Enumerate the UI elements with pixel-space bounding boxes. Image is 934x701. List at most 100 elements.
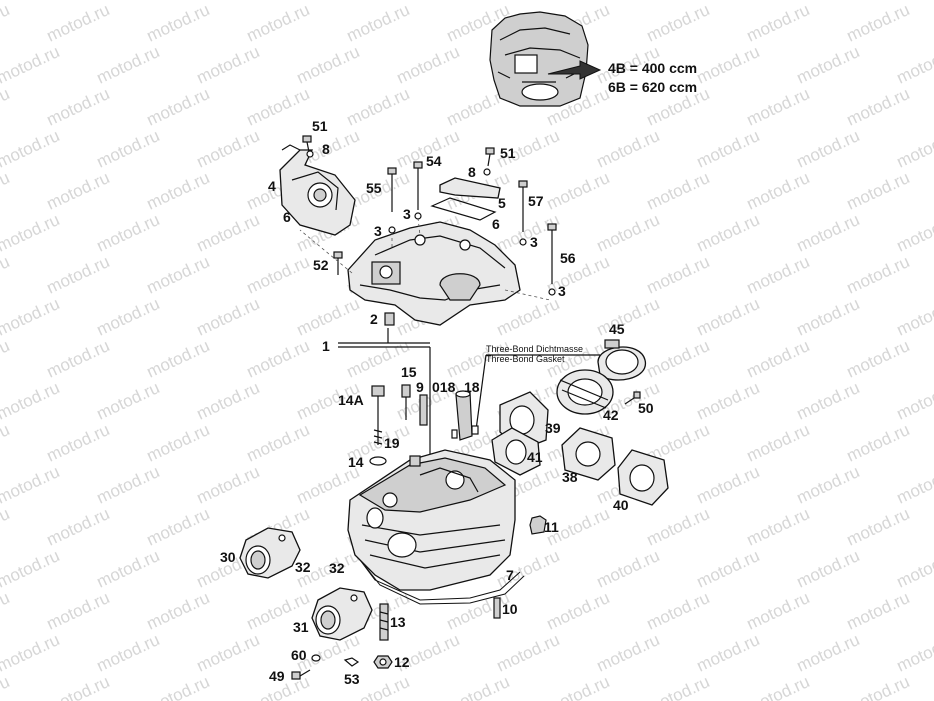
watermark-text: motod.ru: [694, 42, 763, 88]
part-label-51b: 51: [500, 145, 516, 161]
watermark-text: motod.ru: [194, 294, 263, 340]
watermark-text: motod.ru: [794, 378, 863, 424]
watermark-text: motod.ru: [44, 0, 113, 46]
watermark-text: motod.ru: [44, 336, 113, 382]
part-label-31: 31: [293, 619, 309, 635]
watermark-text: motod.ru: [244, 84, 313, 130]
part-label-9: 9: [416, 379, 424, 395]
watermark-text: motod.ru: [844, 588, 913, 634]
long-bolts: [387, 161, 557, 296]
watermark-text: motod.ru: [894, 462, 934, 508]
watermark-text: motod.ru: [794, 294, 863, 340]
part-label-14a: 14A: [338, 392, 364, 408]
watermark-text: motod.ru: [544, 672, 613, 701]
watermark-text: motod.ru: [194, 462, 263, 508]
part-label-8b: 8: [468, 164, 476, 180]
watermark-text: motod.ru: [194, 42, 263, 88]
screw-49: [291, 654, 321, 680]
watermark-text: motod.ru: [194, 378, 263, 424]
watermark-text: motod.ru: [144, 0, 213, 46]
watermark-text: motod.ru: [0, 420, 12, 466]
watermark-text: motod.ru: [44, 504, 113, 550]
watermark-text: motod.ru: [144, 672, 213, 701]
part-label-40: 40: [613, 497, 629, 513]
watermark-text: motod.ru: [594, 294, 663, 340]
boot-42: [556, 369, 614, 415]
part-label-32a: 32: [295, 559, 311, 575]
watermark-text: motod.ru: [544, 168, 613, 214]
watermark-text: motod.ru: [744, 84, 813, 130]
watermark-text: motod.ru: [0, 0, 62, 4]
watermark-text: motod.ru: [894, 42, 934, 88]
watermark-text: motod.ru: [0, 630, 62, 676]
watermark-text: motod.ru: [0, 672, 12, 701]
watermark-text: motod.ru: [94, 462, 163, 508]
watermark-text: motod.ru: [894, 210, 934, 256]
watermark-text: motod.ru: [194, 126, 263, 172]
watermark-text: motod.ru: [744, 168, 813, 214]
watermark-text: motod.ru: [94, 546, 163, 592]
watermark-text: motod.ru: [0, 252, 12, 298]
three-bond-note: Three-Bond Dichtmasse Three-Bond Gasket: [475, 344, 600, 431]
part-label-18a: 018: [432, 379, 456, 395]
engine-inset: 4B = 400 ccm 6B = 620 ccm: [489, 11, 697, 107]
watermark-text: motod.ru: [844, 0, 913, 46]
watermark-text: motod.ru: [144, 504, 213, 550]
watermark-text: motod.ru: [744, 0, 813, 46]
part-label-50: 50: [638, 400, 654, 416]
watermark-text: motod.ru: [644, 336, 713, 382]
watermark-text: motod.ru: [844, 420, 913, 466]
part-label-10: 10: [502, 601, 518, 617]
watermark-text: motod.ru: [294, 42, 363, 88]
part-label-7: 7: [506, 567, 514, 583]
inset-arrow: [547, 60, 602, 80]
watermark-text: motod.ru: [744, 672, 813, 701]
watermark-text: motod.ru: [44, 672, 113, 701]
gasket-6-top: [430, 197, 497, 221]
part-label-13: 13: [390, 614, 406, 630]
watermark-text: motod.ru: [0, 0, 12, 46]
watermark-text: motod.ru: [0, 588, 12, 634]
watermark-text: motod.ru: [94, 210, 163, 256]
watermark-text: motod.ru: [44, 84, 113, 130]
note-line-2: Three-Bond Gasket: [486, 354, 565, 364]
watermark-text: motod.ru: [694, 462, 763, 508]
watermark-text: motod.ru: [694, 210, 763, 256]
watermark-text: motod.ru: [0, 336, 12, 382]
watermark-text: motod.ru: [694, 630, 763, 676]
watermark-text: motod.ru: [644, 168, 713, 214]
watermark-text: motod.ru: [744, 504, 813, 550]
watermark-text: motod.ru: [144, 168, 213, 214]
watermark-text: motod.ru: [344, 0, 413, 46]
part-5-plate: [430, 177, 501, 221]
watermark-text: motod.ru: [294, 294, 363, 340]
watermark-text: motod.ru: [644, 588, 713, 634]
watermark-text: motod.ru: [794, 630, 863, 676]
watermark-text: motod.ru: [44, 168, 113, 214]
watermark-text: motod.ru: [894, 126, 934, 172]
part-label-52: 52: [313, 257, 329, 273]
legend-400: 4B = 400 ccm: [608, 60, 697, 76]
part-label-11: 11: [544, 519, 559, 535]
watermark-text: motod.ru: [44, 420, 113, 466]
part-label-2: 2: [370, 311, 378, 327]
watermark-text: motod.ru: [544, 588, 613, 634]
part-label-1: 1: [322, 338, 330, 354]
part-4-cover: [279, 144, 356, 236]
part-label-49: 49: [269, 668, 285, 684]
watermark-text: motod.ru: [594, 210, 663, 256]
part-label-18b: 18: [464, 379, 480, 395]
part-label-19: 19: [384, 435, 400, 451]
part-label-30: 30: [220, 549, 236, 565]
inset-port: [514, 54, 538, 74]
part-label-56: 56: [560, 250, 576, 266]
watermark-text: motod.ru: [494, 294, 563, 340]
part-label-6a: 6: [283, 209, 291, 225]
watermark-text: motod.ru: [894, 546, 934, 592]
gasket-41: [491, 427, 541, 476]
part-label-6b: 6: [492, 216, 500, 232]
watermark-text: motod.ru: [644, 672, 713, 701]
watermark-text: motod.ru: [794, 42, 863, 88]
